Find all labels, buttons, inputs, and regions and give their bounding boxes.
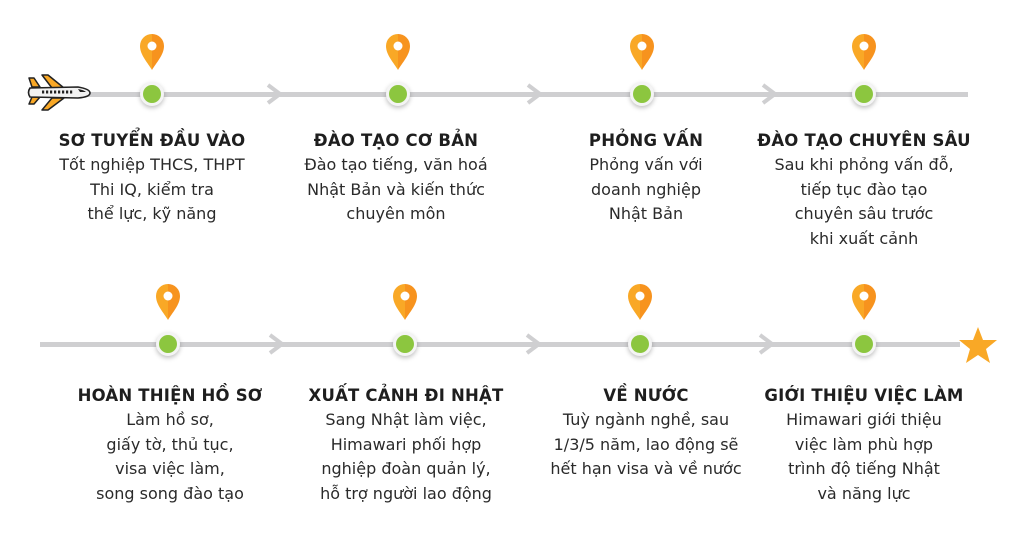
desc-line: Làm hồ sơ, bbox=[126, 410, 214, 429]
desc-line: hỗ trợ người lao động bbox=[320, 483, 492, 503]
desc-line: Sang Nhật làm việc, bbox=[325, 410, 487, 429]
desc-line: Tuỳ ngành nghề, sau bbox=[562, 410, 730, 429]
desc-line: doanh nghiệp bbox=[591, 179, 701, 199]
timeline-node bbox=[630, 82, 654, 106]
step-title: SƠ TUYỂN ĐẦU VÀO bbox=[58, 131, 246, 150]
step-description: Tốt nghiệp THCS, THPT Thi IQ, kiểm tra t… bbox=[32, 153, 272, 227]
step-title: GIỚI THIỆU VIỆC LÀM bbox=[764, 386, 964, 405]
desc-line: Nhật Bản bbox=[608, 204, 684, 223]
arrow-right-icon bbox=[522, 83, 544, 105]
step-title: VỀ NƯỚC bbox=[603, 386, 689, 405]
map-pin-icon bbox=[851, 283, 877, 321]
desc-line: chuyên sâu trước bbox=[794, 204, 934, 223]
arrow-right-icon bbox=[264, 333, 286, 355]
desc-line: giấy tờ, thủ tục, bbox=[106, 434, 234, 454]
step-description: Sau khi phỏng vấn đỗ, tiếp tục đào tạo c… bbox=[744, 153, 984, 251]
step-description: Phỏng vấn với doanh nghiệp Nhật Bản bbox=[526, 153, 766, 227]
desc-line: visa việc làm, bbox=[115, 459, 225, 478]
map-pin-icon bbox=[627, 283, 653, 321]
step-hoan-thien-ho-so: HOÀN THIỆN HỒ SƠ Làm hồ sơ, giấy tờ, thủ… bbox=[50, 384, 290, 506]
desc-line: thể lực, kỹ năng bbox=[87, 204, 217, 223]
desc-line: Himawari giới thiệu bbox=[786, 410, 942, 429]
timeline-node bbox=[393, 332, 417, 356]
timeline-node bbox=[156, 332, 180, 356]
step-phong-van: PHỎNG VẤN Phỏng vấn với doanh nghiệp Nhậ… bbox=[526, 129, 766, 227]
step-title: XUẤT CẢNH ĐI NHẬT bbox=[308, 386, 504, 405]
arrow-right-icon bbox=[521, 333, 543, 355]
desc-line: việc làm phù hợp bbox=[794, 434, 934, 454]
step-dao-tao-chuyen-sau: ĐÀO TẠO CHUYÊN SÂU Sau khi phỏng vấn đỗ,… bbox=[744, 129, 984, 251]
desc-line: và năng lực bbox=[817, 483, 911, 503]
step-description: Himawari giới thiệu việc làm phù hợp trì… bbox=[744, 408, 984, 506]
arrow-right-icon bbox=[262, 83, 284, 105]
desc-line: song song đào tạo bbox=[96, 483, 244, 503]
step-description: Đào tạo tiếng, văn hoá Nhật Bản và kiến … bbox=[276, 153, 516, 227]
step-gioi-thieu-viec-lam: GIỚI THIỆU VIỆC LÀM Himawari giới thiệu … bbox=[744, 384, 984, 506]
desc-line: Nhật Bản và kiến thức bbox=[307, 179, 485, 199]
timeline-line-bottom bbox=[40, 342, 960, 347]
step-xuat-canh: XUẤT CẢNH ĐI NHẬT Sang Nhật làm việc, Hi… bbox=[286, 384, 526, 506]
map-pin-icon bbox=[392, 283, 418, 321]
map-pin-icon bbox=[139, 33, 165, 71]
desc-line: Himawari phối hợp bbox=[330, 434, 482, 454]
desc-line: nghiệp đoàn quản lý, bbox=[321, 459, 491, 478]
step-so-tuyen: SƠ TUYỂN ĐẦU VÀO Tốt nghiệp THCS, THPT T… bbox=[32, 129, 272, 227]
star-icon bbox=[958, 326, 998, 364]
step-dao-tao-co-ban: ĐÀO TẠO CƠ BẢN Đào tạo tiếng, văn hoá Nh… bbox=[276, 129, 516, 227]
timeline-node bbox=[140, 82, 164, 106]
desc-line: tiếp tục đào tạo bbox=[800, 179, 928, 199]
desc-line: hết hạn visa và về nước bbox=[550, 459, 742, 478]
desc-line: chuyên môn bbox=[346, 204, 446, 223]
step-title: PHỎNG VẤN bbox=[588, 131, 704, 150]
timeline-node bbox=[628, 332, 652, 356]
map-pin-icon bbox=[851, 33, 877, 71]
desc-line: 1/3/5 năm, lao động sẽ bbox=[553, 434, 739, 454]
desc-line: Phỏng vấn với bbox=[589, 155, 703, 174]
arrow-right-icon bbox=[757, 83, 779, 105]
step-title: HOÀN THIỆN HỒ SƠ bbox=[77, 386, 263, 405]
timeline-node bbox=[386, 82, 410, 106]
arrow-right-icon bbox=[754, 333, 776, 355]
desc-line: trình độ tiếng Nhật bbox=[788, 459, 940, 478]
map-pin-icon bbox=[629, 33, 655, 71]
desc-line: khi xuất cảnh bbox=[809, 228, 919, 248]
step-description: Làm hồ sơ, giấy tờ, thủ tục, visa việc l… bbox=[50, 408, 290, 506]
timeline-node bbox=[852, 332, 876, 356]
step-title: ĐÀO TẠO CHUYÊN SÂU bbox=[757, 131, 971, 150]
desc-line: Đào tạo tiếng, văn hoá bbox=[304, 155, 488, 174]
map-pin-icon bbox=[155, 283, 181, 321]
airplane-icon bbox=[26, 72, 92, 112]
step-description: Sang Nhật làm việc, Himawari phối hợp ng… bbox=[286, 408, 526, 506]
desc-line: Thi IQ, kiểm tra bbox=[90, 179, 214, 199]
desc-line: Tốt nghiệp THCS, THPT bbox=[59, 155, 245, 174]
timeline-node bbox=[852, 82, 876, 106]
step-description: Tuỳ ngành nghề, sau 1/3/5 năm, lao động … bbox=[526, 408, 766, 482]
timeline-line-top bbox=[88, 92, 968, 97]
step-ve-nuoc: VỀ NƯỚC Tuỳ ngành nghề, sau 1/3/5 năm, l… bbox=[526, 384, 766, 482]
step-title: ĐÀO TẠO CƠ BẢN bbox=[313, 131, 479, 150]
map-pin-icon bbox=[385, 33, 411, 71]
desc-line: Sau khi phỏng vấn đỗ, bbox=[774, 155, 954, 174]
